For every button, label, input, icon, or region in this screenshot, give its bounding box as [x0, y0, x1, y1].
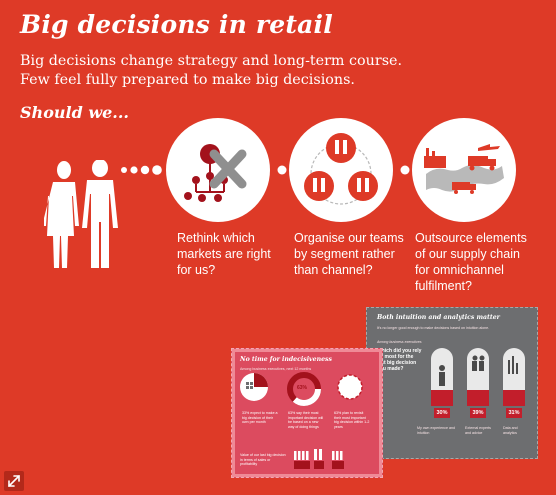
subtitle-line: Big decisions change strategy and long-t… — [20, 53, 403, 69]
thumb-label: Among business executives, next 12 month… — [240, 367, 312, 371]
option-line: for us? — [177, 263, 216, 277]
option-circle-markets — [166, 118, 270, 222]
thumb-graphics — [240, 372, 363, 469]
thumbnail-indecisiveness[interactable]: No time for indecisiveness Among busines… — [231, 348, 383, 478]
question-line: you made? — [377, 366, 404, 372]
thumb-intro: It's no longer good enough to make decis… — [377, 326, 490, 330]
thumb-caption: Data and analytics — [503, 426, 518, 435]
subtitle-line: Few feel fully prepared to make big deci… — [20, 72, 355, 88]
option-line: fulfilment? — [415, 279, 472, 293]
option-line: of our supply chain — [415, 247, 520, 261]
thumb-value: 31% — [506, 408, 522, 418]
option-line: Organise our teams — [294, 231, 404, 245]
teams-icon — [304, 133, 378, 205]
question-line: on most for the — [377, 354, 414, 360]
option-circle-supply-chain — [412, 118, 516, 222]
thumb-footer: Value of our last big decision in terms … — [240, 453, 286, 467]
question-line: Which did you rely — [377, 348, 422, 354]
option-supply-chain-text: Outsource elements of our supply chain f… — [415, 230, 527, 294]
page-title: Big decisions in retail — [20, 10, 333, 39]
expand-button[interactable] — [4, 471, 24, 491]
thumb-caption: My own experience and intuition — [417, 426, 455, 435]
option-markets-text: Rethink which markets are right for us? — [177, 230, 271, 278]
thumb-value: 30% — [434, 408, 450, 418]
thumb-heading: No time for indecisiveness — [240, 356, 332, 363]
option-circle-teams — [289, 118, 393, 222]
thumb-columns — [431, 348, 525, 406]
thumb-note: 63% plan to revisit their most important… — [334, 411, 370, 429]
network-x-icon — [184, 144, 247, 202]
option-line: by segment rather — [294, 247, 395, 261]
option-line: Rethink which — [177, 231, 255, 245]
thumb-donut-value: 63% — [297, 385, 308, 391]
prompt-heading: Should we... — [20, 103, 129, 122]
thumb-note: 33% expect to make a big decision of the… — [242, 411, 278, 425]
expand-icon — [8, 475, 20, 487]
thumb-question: Which did you rely on most for the last … — [377, 348, 421, 372]
thumb-note: 63% say their most important decision wi… — [288, 411, 324, 429]
option-line: for omnichannel — [415, 263, 504, 277]
thumb-caption: External experts and advice — [465, 426, 491, 435]
option-teams-text: Organise our teams by segment rather tha… — [294, 230, 404, 278]
question-line: last big decision — [377, 360, 417, 366]
thumb-label: Among business executives — [377, 340, 422, 344]
thumb-heading: Both intuition and analytics matter — [377, 314, 500, 321]
subtitle: Big decisions change strategy and long-t… — [20, 52, 402, 90]
option-line: Outsource elements — [415, 231, 527, 245]
option-line: markets are right — [177, 247, 271, 261]
people-icon — [44, 160, 118, 268]
supply-chain-icon — [424, 144, 504, 194]
thumbnail-intuition-analytics[interactable]: Both intuition and analytics matter It's… — [366, 307, 538, 459]
thumb-value: 39% — [470, 408, 486, 418]
option-line: than channel? — [294, 263, 373, 277]
